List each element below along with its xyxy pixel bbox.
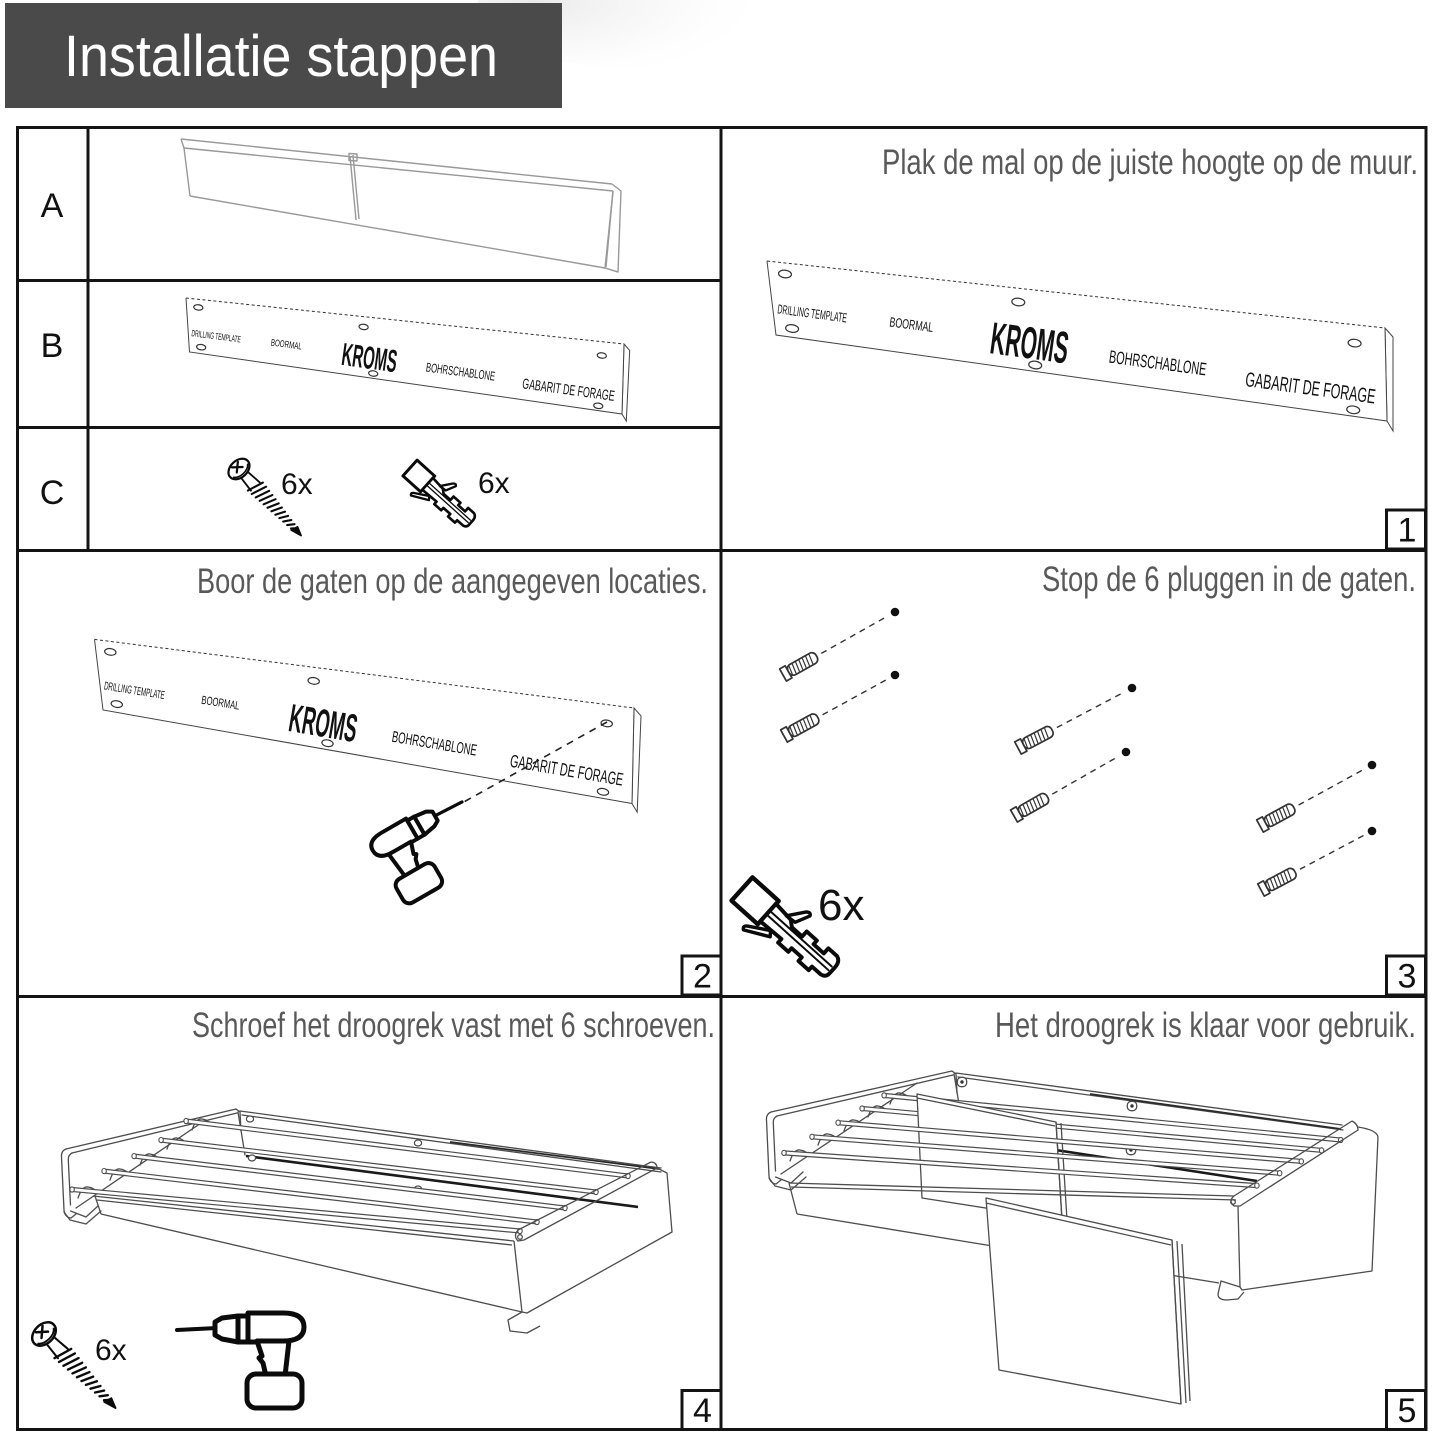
svg-text:2: 2 xyxy=(693,958,712,996)
svg-text:Het droogrek is klaar voor geb: Het droogrek is klaar voor gebruik. xyxy=(995,1006,1416,1045)
svg-text:6x: 6x xyxy=(818,881,864,930)
svg-text:KROMS: KROMS xyxy=(340,336,400,379)
svg-text:4: 4 xyxy=(693,1392,712,1430)
svg-text:BOORMAL: BOORMAL xyxy=(270,338,303,353)
svg-text:6x: 6x xyxy=(281,468,313,501)
svg-text:6x: 6x xyxy=(478,467,510,500)
svg-text:3: 3 xyxy=(1398,958,1417,996)
svg-text:Installatie stappen: Installatie stappen xyxy=(64,24,498,89)
svg-text:BOORMAL: BOORMAL xyxy=(889,314,935,335)
svg-text:1: 1 xyxy=(1398,512,1417,550)
svg-text:Stop de 6 pluggen in de gaten.: Stop de 6 pluggen in de gaten. xyxy=(1042,560,1416,599)
svg-text:5: 5 xyxy=(1398,1392,1417,1430)
svg-text:6x: 6x xyxy=(95,1334,127,1367)
svg-text:KROMS: KROMS xyxy=(988,312,1072,373)
svg-text:A: A xyxy=(41,187,64,225)
svg-text:B: B xyxy=(41,327,64,365)
svg-text:BOORMAL: BOORMAL xyxy=(200,693,241,713)
svg-text:Boor de gaten op de aangegeven: Boor de gaten op de aangegeven locaties. xyxy=(197,562,708,601)
svg-text:Plak de mal op de juiste hoogt: Plak de mal op de juiste hoogte op de mu… xyxy=(882,143,1418,182)
svg-text:Schroef het droogrek vast met: Schroef het droogrek vast met 6 schroeve… xyxy=(192,1006,715,1045)
svg-text:C: C xyxy=(40,474,65,512)
